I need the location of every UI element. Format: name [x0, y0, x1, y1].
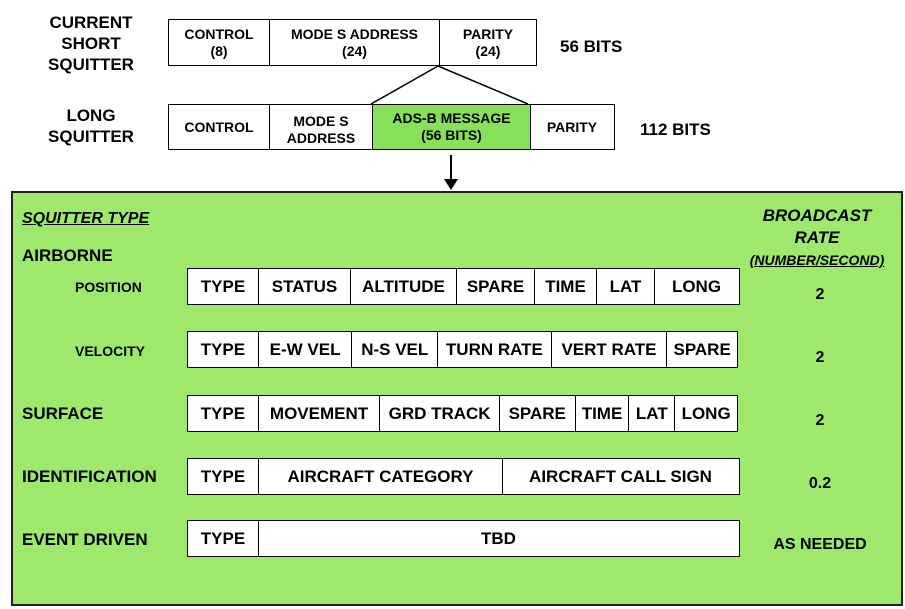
table-cell: MOVEMENT — [257, 396, 380, 431]
table-cell: N-S VEL — [351, 332, 437, 367]
short-squitter-frame: CONTROL(8) MODE S ADDRESS(24) PARITY(24) — [168, 19, 537, 66]
position-message-row: TYPE STATUS ALTITUDE SPARE TIME LAT LONG — [187, 268, 740, 305]
velocity-message-row: TYPE E-W VEL N-S VEL TURN RATE VERT RATE… — [187, 331, 738, 368]
table-cell: ALTITUDE — [350, 269, 456, 304]
squitter-type-panel: SQUITTER TYPE BROADCAST RATE (NUMBER/SEC… — [11, 191, 903, 606]
adsb-message-field: ADS-B MESSAGE(56 BITS) — [372, 105, 530, 149]
table-cell: SPARE — [498, 396, 575, 431]
rate-event-driven: AS NEEDED — [773, 536, 867, 553]
table-cell: E-W VEL — [257, 332, 352, 367]
row-label-velocity: VELOCITY — [75, 343, 146, 359]
table-cell: TYPE — [200, 276, 246, 296]
short-squitter-label: CURRENT SHORT SQUITTER — [48, 13, 134, 74]
table-cell: LAT — [628, 396, 674, 431]
table-cell: SPARE — [456, 269, 534, 304]
surface-message-row: TYPE MOVEMENT GRD TRACK SPARE TIME LAT L… — [187, 395, 738, 432]
long-control-field: CONTROL — [184, 118, 254, 135]
table-cell: TYPE — [200, 528, 246, 548]
identification-message-row: TYPE AIRCRAFT CATEGORY AIRCRAFT CALL SIG… — [187, 458, 740, 495]
table-cell: TYPE — [200, 466, 246, 486]
table-cell: LAT — [596, 269, 654, 304]
group-airborne-label: AIRBORNE — [22, 246, 113, 265]
table-cell: LONG — [654, 269, 738, 304]
table-cell: SPARE — [666, 332, 737, 367]
table-cell: AIRCRAFT CATEGORY — [258, 459, 502, 494]
long-parity-field: PARITY — [530, 105, 613, 149]
connector-left-line — [370, 65, 439, 105]
table-cell: VERT RATE — [550, 332, 667, 367]
table-cell: TYPE — [200, 403, 246, 423]
long-squitter-label: LONG SQUITTER — [48, 106, 134, 146]
table-cell: TIME — [574, 396, 629, 431]
event-driven-message-row: TYPE TBD — [187, 520, 740, 557]
table-cell: STATUS — [258, 269, 350, 304]
table-cell: LONG — [674, 396, 737, 431]
rate-surface: 2 — [815, 412, 825, 429]
broadcast-rate-header: BROADCAST RATE (NUMBER/SECOND) — [749, 206, 885, 268]
table-cell: TBD — [258, 521, 738, 556]
connector-right-line — [437, 65, 529, 105]
table-cell: GRD TRACK — [379, 396, 499, 431]
long-squitter-total: 112 BITS — [640, 120, 711, 139]
table-cell: TIME — [534, 269, 596, 304]
short-squitter-total: 56 BITS — [560, 37, 623, 56]
short-address-field: MODE S ADDRESS(24) — [269, 20, 439, 65]
table-cell: TURN RATE — [437, 332, 551, 367]
row-label-event-driven: EVENT DRIVEN — [22, 530, 148, 549]
row-label-identification: IDENTIFICATION — [22, 467, 157, 486]
row-label-surface: SURFACE — [22, 404, 104, 423]
rate-velocity: 2 — [815, 349, 825, 366]
short-control-field: CONTROL(8) — [184, 25, 254, 59]
short-parity-field: PARITY(24) — [439, 20, 536, 65]
panel-title: SQUITTER TYPE — [22, 210, 150, 227]
rate-position: 2 — [815, 286, 825, 303]
rate-identification: 0.2 — [808, 475, 832, 492]
table-cell: TYPE — [200, 339, 246, 359]
row-label-position: POSITION — [75, 279, 142, 295]
connector-lines — [370, 65, 529, 190]
table-cell: AIRCRAFT CALL SIGN — [502, 459, 738, 494]
down-arrow-head — [444, 179, 458, 190]
